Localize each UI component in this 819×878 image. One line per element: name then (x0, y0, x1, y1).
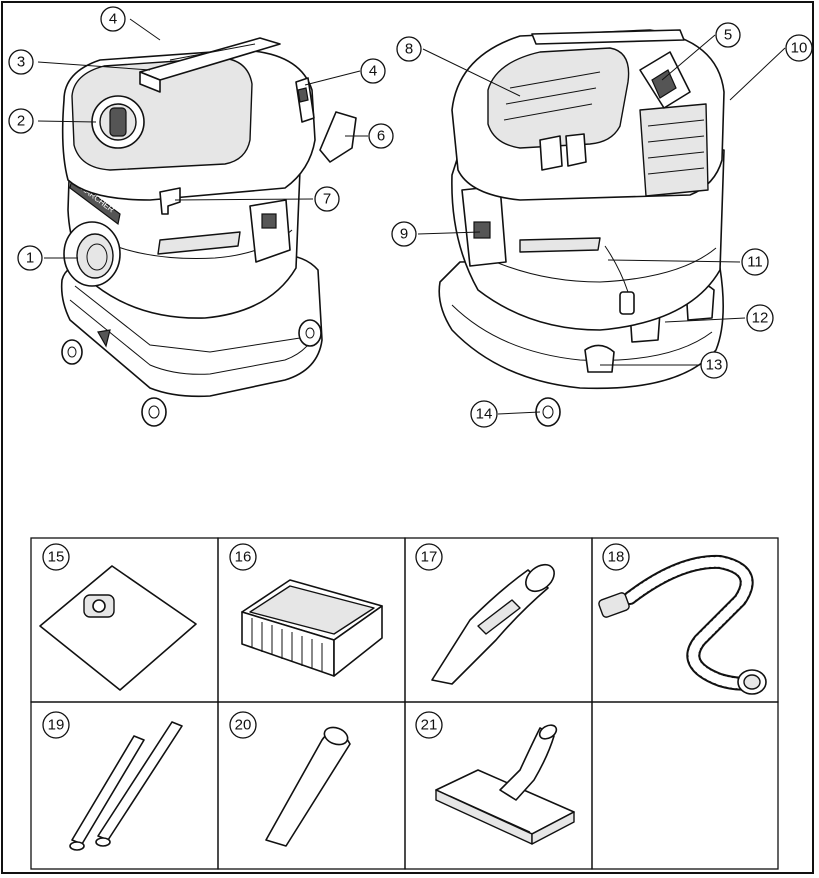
callout-16: 16 (229, 543, 257, 571)
callouts-main: 4 3 2 4 6 7 1 8 5 10 9 11 12 13 14 (8, 6, 813, 428)
svg-text:21: 21 (421, 717, 438, 734)
callout-7: 7 (314, 186, 340, 212)
callout-15: 15 (42, 543, 70, 571)
svg-text:14: 14 (476, 406, 493, 423)
callout-8: 8 (396, 36, 422, 62)
callout-20: 20 (229, 711, 257, 739)
callout-3: 3 (8, 49, 34, 75)
svg-text:16: 16 (235, 549, 252, 566)
svg-text:17: 17 (421, 549, 438, 566)
svg-text:1: 1 (26, 250, 34, 267)
suction-handle-illustration (431, 563, 555, 685)
callout-14: 14 (470, 400, 498, 428)
svg-text:3: 3 (17, 54, 25, 71)
callout-6: 6 (368, 123, 394, 149)
svg-text:6: 6 (377, 128, 385, 145)
svg-text:4: 4 (369, 63, 377, 80)
callout-17: 17 (415, 543, 443, 571)
callout-4-right: 4 (360, 58, 386, 84)
callout-12: 12 (746, 304, 774, 332)
svg-text:19: 19 (48, 717, 65, 734)
crevice-nozzle-illustration (265, 726, 351, 847)
flat-filter-illustration (241, 579, 383, 677)
suction-hose-illustration (598, 554, 767, 695)
callout-18: 18 (602, 543, 630, 571)
svg-text:11: 11 (747, 254, 763, 271)
callout-11: 11 (741, 248, 769, 276)
accessory-grid (30, 537, 779, 870)
callout-10: 10 (785, 34, 813, 62)
callout-5: 5 (715, 22, 741, 48)
callout-4-top: 4 (100, 6, 126, 32)
vacuum-rear-view (438, 29, 725, 427)
callout-2: 2 (8, 108, 34, 134)
svg-text:4: 4 (109, 11, 117, 28)
callout-13: 13 (700, 351, 728, 379)
callout-21: 21 (415, 711, 443, 739)
svg-text:18: 18 (608, 549, 625, 566)
floor-nozzle-illustration (435, 724, 575, 845)
callout-1: 1 (17, 245, 43, 271)
svg-text:5: 5 (724, 27, 732, 44)
vacuum-front-view: KÄRCHER (60, 37, 357, 427)
svg-text:10: 10 (791, 40, 808, 57)
svg-text:8: 8 (405, 41, 413, 58)
callout-19: 19 (42, 711, 70, 739)
svg-text:20: 20 (235, 717, 252, 734)
svg-text:9: 9 (400, 226, 408, 243)
callouts-accessories: 15 16 17 18 19 20 21 (42, 543, 630, 739)
suction-tubes-illustration (69, 721, 183, 851)
svg-text:7: 7 (323, 191, 331, 208)
svg-text:15: 15 (48, 549, 65, 566)
callout-9: 9 (391, 221, 417, 247)
svg-text:12: 12 (752, 310, 769, 327)
svg-text:2: 2 (17, 113, 25, 130)
svg-text:13: 13 (706, 357, 723, 374)
filter-bag-illustration (39, 565, 197, 691)
